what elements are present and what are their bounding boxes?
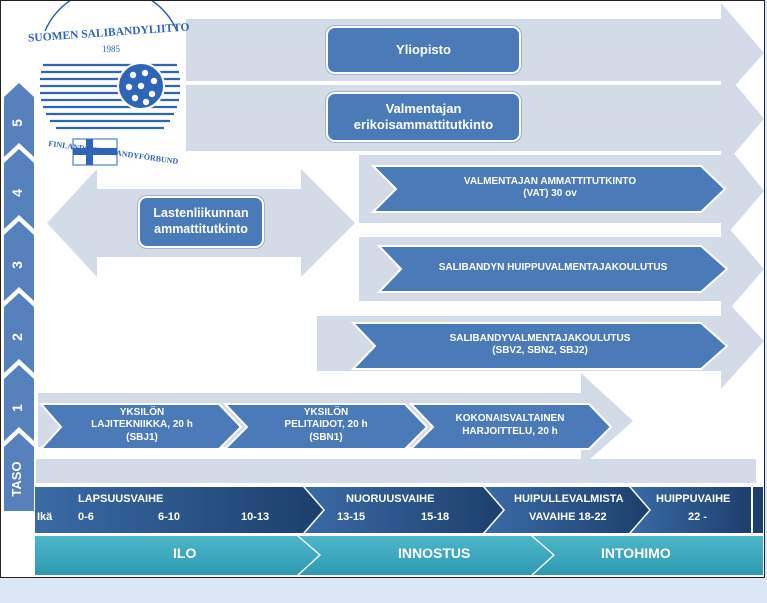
band-innostus [299,536,553,575]
vat-line1: VALMENTAJAN AMMATTITUTKINTO [463,175,637,187]
stage-huipulle-line1: HUIPULLEVALMISTA [514,493,624,505]
taso-chevron-taso [4,433,34,511]
stage-end-marker [753,487,763,533]
taso-chevron-2 [4,293,34,373]
logo-year: 1985 [102,44,121,54]
age-15-18: 15-18 [421,511,450,523]
stage-nuoruus [305,487,503,533]
valmentajan-eat-label: Valmentajan erikoisammattitutkinto [326,92,521,142]
lastenliikunnan-line2: ammattitutkinto [154,222,248,236]
taso-chevron-5 [4,83,34,157]
logo-ring [44,1,178,32]
level1-label-2: YKSILÖN PELITAIDOT, 20 h (SBN1) [236,401,416,450]
level1-3-line1: KOKONAISVALTAINEN [455,413,565,424]
salibandyvalmentaja-arrow [350,322,729,370]
coach-education-diagram: SUOMEN SALIBANDYLIITTO 1985 FINLANDS INN… [4,1,764,575]
stage-nuoruus-label: NUORUUSVAIHE [346,493,435,505]
stage-lapsuus-label: LAPSUUSVAIHE [78,493,164,505]
floorball-holes [125,69,158,106]
lastenliikunnan-line1: Lastenliikunnan [153,206,249,221]
stage-huipulle-line2: VAVAIHE 18-22 [529,511,607,523]
taso-label-3: 3 [9,261,25,269]
level1-2-line1: YKSILÖN [303,406,349,418]
finnish-flag-icon [72,138,118,166]
age-6-10: 6-10 [158,511,181,523]
age-0-6: 0-6 [78,511,94,523]
logo: SUOMEN SALIBANDYLIITTO 1985 FINLANDS INN… [28,1,190,166]
age-13-15: 13-15 [337,511,366,523]
vat-arrow [370,165,727,213]
bottom-ilo-label: ILO [173,545,197,561]
taso-chevron-3 [4,221,34,301]
taso-label-1: 1 [9,404,25,412]
yliopisto-label: Yliopisto [396,41,451,57]
yliopisto-box [326,26,521,74]
taso-label-5: 5 [9,119,25,127]
level1-2-line2: PELITAIDOT, 20 h [284,419,368,431]
taso-column [4,83,34,511]
huippuvalmentaja-label: SALIBANDYN HUIPPUVALMENTAJAKOULUTUS [438,261,668,273]
band-intohimo [533,536,763,575]
level1-label-3: KOKONAISVALTAINEN HARJOITTELU, 20 h [420,401,600,450]
level1-1-line1: YKSILÖN [119,406,165,418]
age-10-13: 10-13 [241,511,270,523]
band-ilo [35,536,319,575]
vat-label: VALMENTAJAN AMMATTITUTKINTO (VAT) 30 ov [395,166,705,210]
level1-3-line2: HARJOITTELU, 20 h [462,425,558,437]
lastenliikunnan-box [138,196,264,248]
salibandyvalmentaja-line2: (SBV2, SBN2, SBJ2) [492,345,588,356]
bottom-intohimo-label: INTOHIMO [601,545,671,561]
stage-huipulle [485,487,649,533]
huippuvalmentaja-arrow [376,245,729,293]
valmentajan-eat-line2: erikoisammattitutkinto [353,117,494,132]
salibandyvalmentaja-line1: SALIBANDYVALMENTAJAKOULUTUS [449,332,631,344]
vat-line2: (VAT) 30 ov [523,188,577,199]
age-22: 22 - [688,511,707,523]
level1-1-line3: (SBJ1) [126,431,158,443]
level1-chevron-1 [38,403,243,450]
taso-label-4: 4 [9,189,25,197]
level1-label-1: YKSILÖN LAJITEKNIIKKA, 20 h (SBJ1) [52,401,232,450]
salibandyvalmentaja-label: SALIBANDYVALMENTAJAKOULUTUS (SBV2, SBN2,… [374,323,706,367]
valmentajan-eat-box [326,92,521,142]
lastenliikunnan-label: Lastenliikunnan ammattitutkinto [138,196,264,248]
level1-1-line2: LAJITEKNIIKKA, 20 h [91,419,193,431]
stage-huippu [631,487,751,533]
stage-huippu-label: HUIPPUVAIHE [656,493,731,505]
background-arrow-stages [36,459,756,483]
ika-label: Ikä [37,511,53,523]
taso-chevron-1 [4,365,34,441]
level1-2-line3: (SBN1) [309,431,343,443]
taso-label-2: 2 [9,333,25,341]
level1-chevron-2 [222,403,429,450]
level1-chevron-3 [408,403,613,450]
logo-name: SUOMEN SALIBANDYLIITTO [28,21,190,44]
bottom-innostus-label: INNOSTUS [398,545,471,561]
taso-label: TASO [9,461,24,497]
taso-chevron-4 [4,149,34,229]
stage-lapsuus [35,487,323,533]
valmentajan-eat-line1: Valmentajan [385,100,462,116]
